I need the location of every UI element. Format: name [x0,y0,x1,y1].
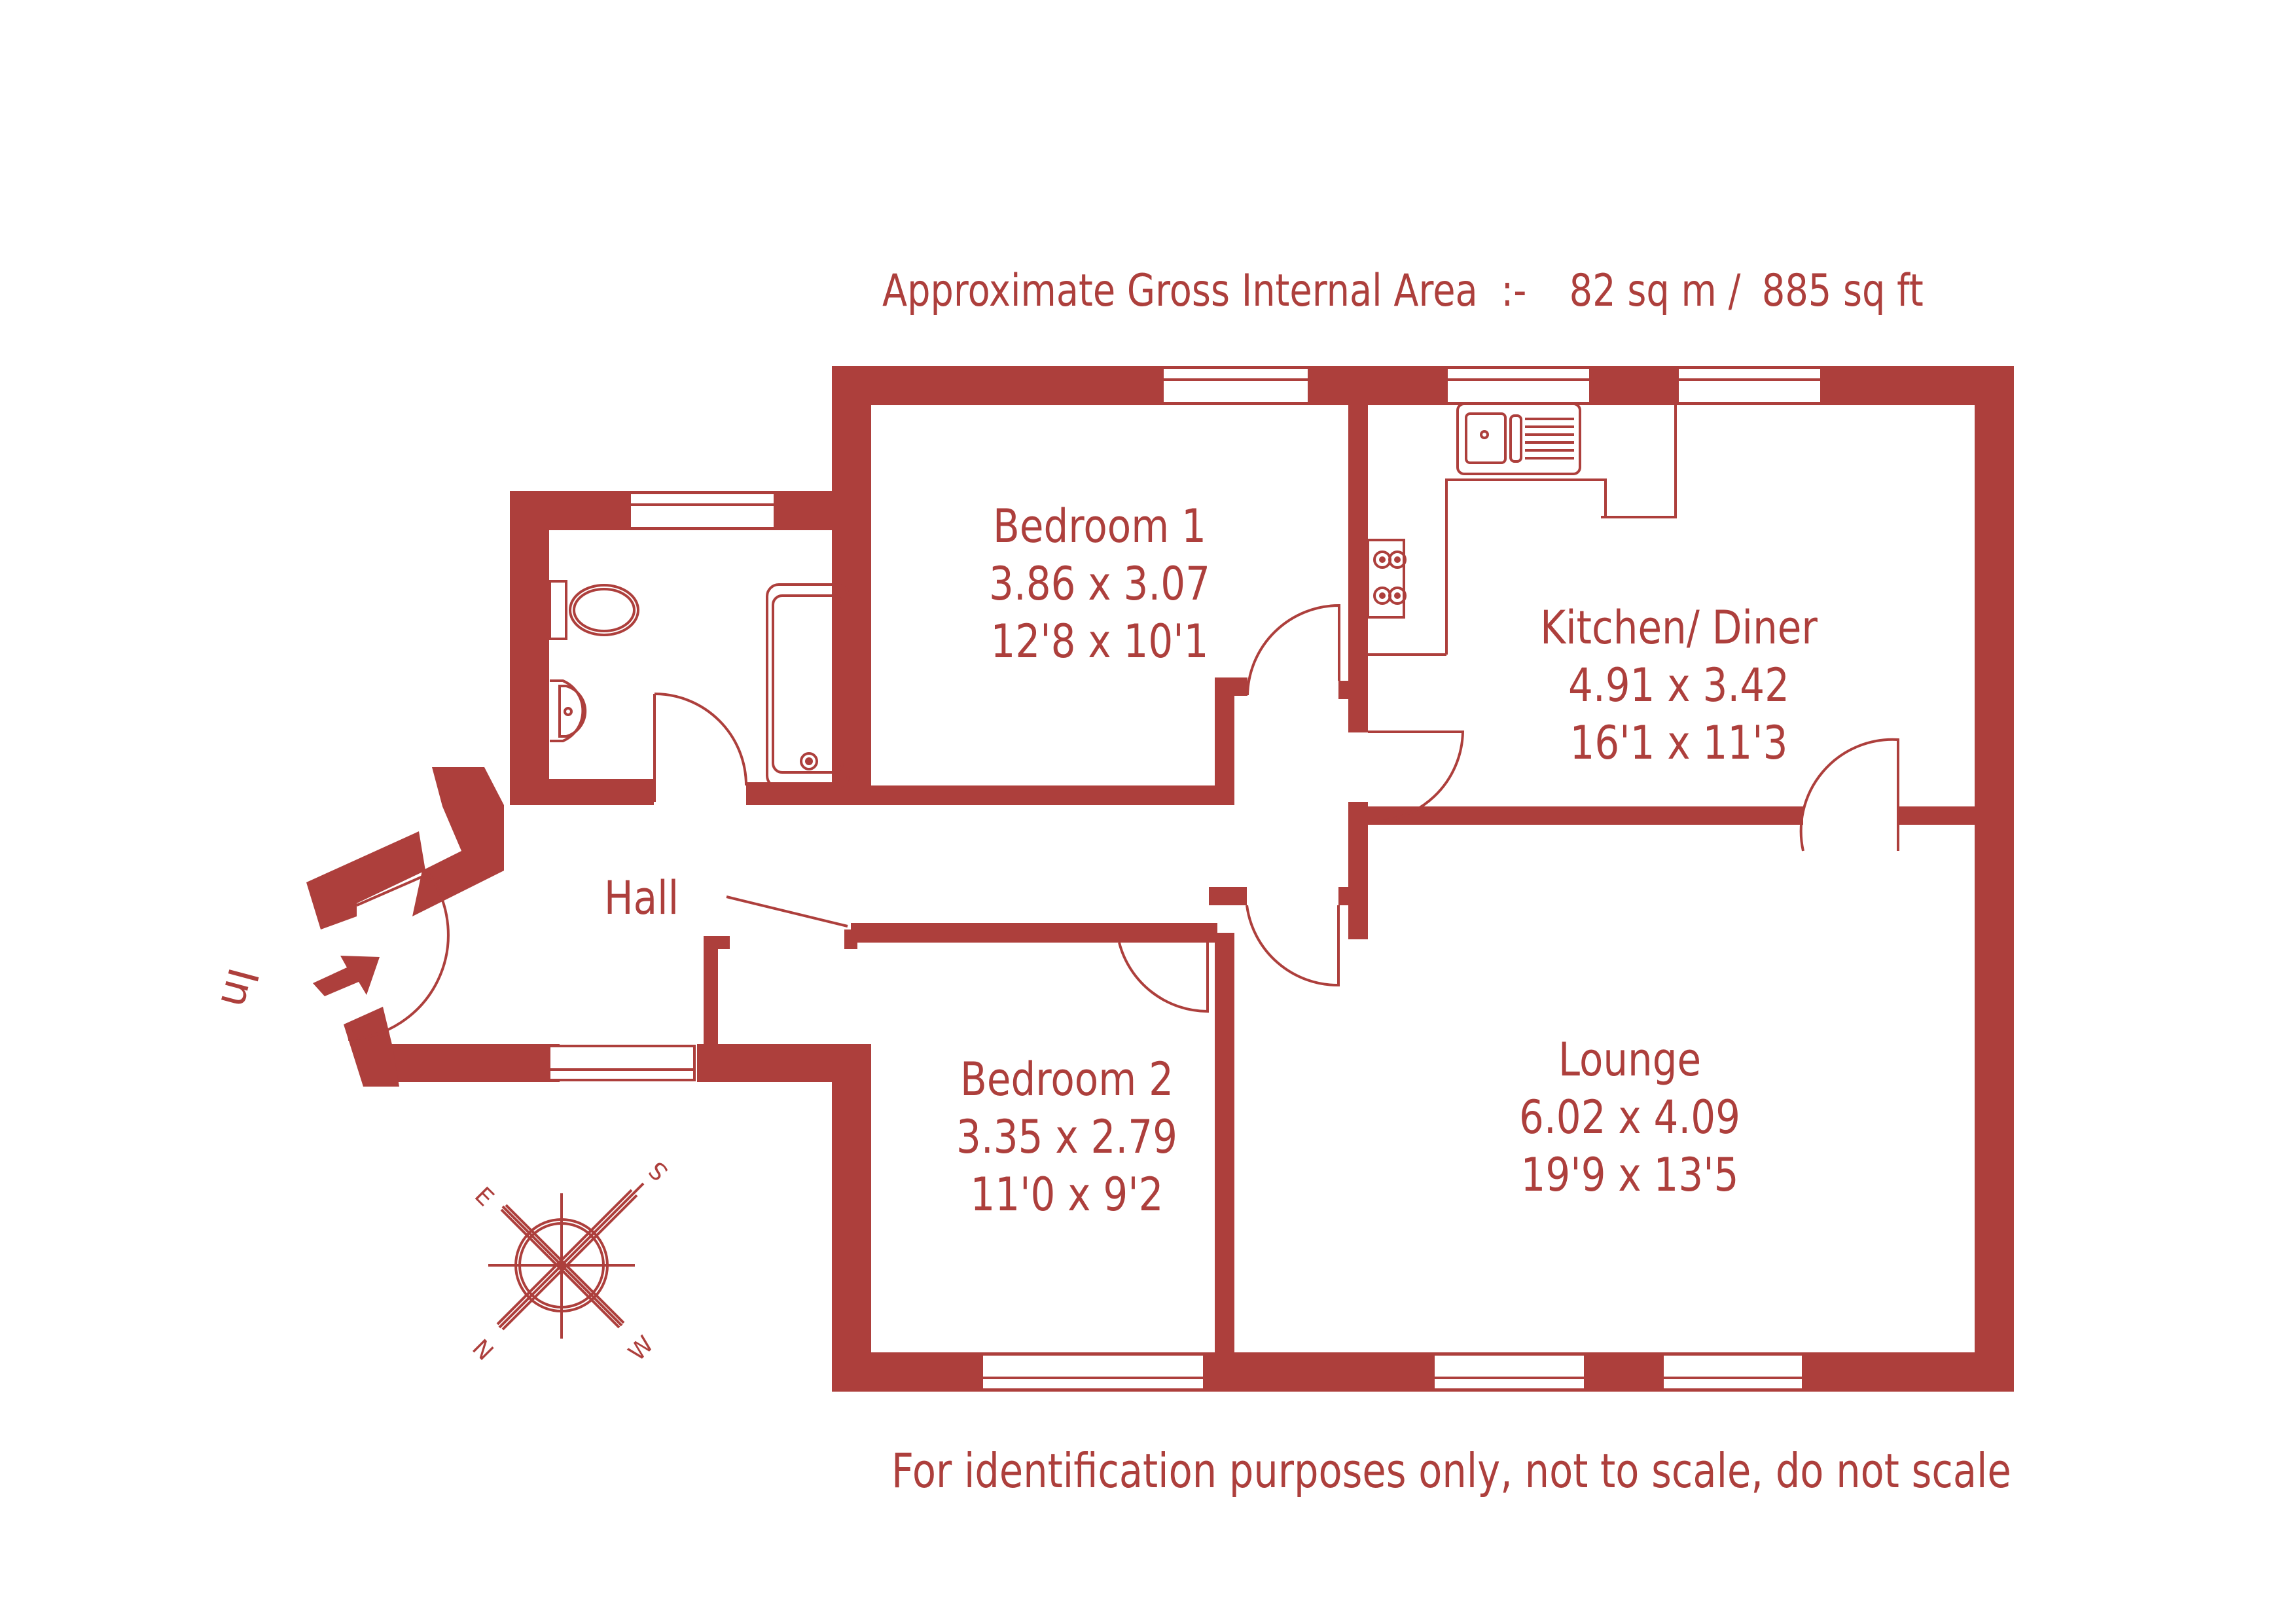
room-imperial: 11'0 x 9'2 [970,1168,1164,1221]
area-imperial: 885 sq ft [1761,265,1924,317]
doors [348,604,1899,1041]
walls [306,366,2014,1392]
area-separator: :- [1501,265,1527,317]
room-name: Kitchen/ Diner [1540,601,1818,655]
room-bedroom-2: Bedroom 2 3.35 x 2.79 11'0 x 9'2 [922,1051,1211,1223]
room-name: Bedroom 1 [993,499,1206,553]
room-bedroom-1: Bedroom 1 3.86 x 3.07 12'8 x 10'1 [955,497,1244,670]
room-imperial: 19'9 x 13'5 [1520,1148,1739,1202]
room-metric: 6.02 x 4.09 [1518,1091,1741,1144]
room-metric: 3.35 x 2.79 [956,1110,1178,1164]
room-name: Hall [603,871,679,925]
room-metric: 4.91 x 3.42 [1568,659,1790,712]
compass-icon [488,1182,645,1339]
room-hall: Hall [558,869,725,927]
room-imperial: 12'8 x 10'1 [990,615,1209,668]
room-lounge: Lounge 6.02 x 4.09 19'9 x 13'5 [1485,1031,1774,1204]
room-imperial: 16'1 x 11'3 [1570,716,1788,770]
gross-area-label: Approximate Gross Internal Area :- 82 sq… [882,265,1924,317]
room-name: Lounge [1558,1033,1702,1087]
entrance-arrow-icon [313,956,380,996]
windows [548,367,1823,1391]
area-label-text: Approximate Gross Internal Area [882,265,1478,317]
bathroom-fixtures [548,580,850,789]
kitchen-fixtures [1367,403,1677,656]
room-kitchen-diner: Kitchen/ Diner 4.91 x 3.42 16'1 x 11'3 [1534,599,1823,772]
room-metric: 3.86 x 3.07 [988,557,1211,611]
area-metric: 82 sq m / [1569,265,1741,317]
room-name: Bedroom 2 [960,1053,1174,1106]
disclaimer: For identification purposes only, not to… [891,1443,2011,1498]
